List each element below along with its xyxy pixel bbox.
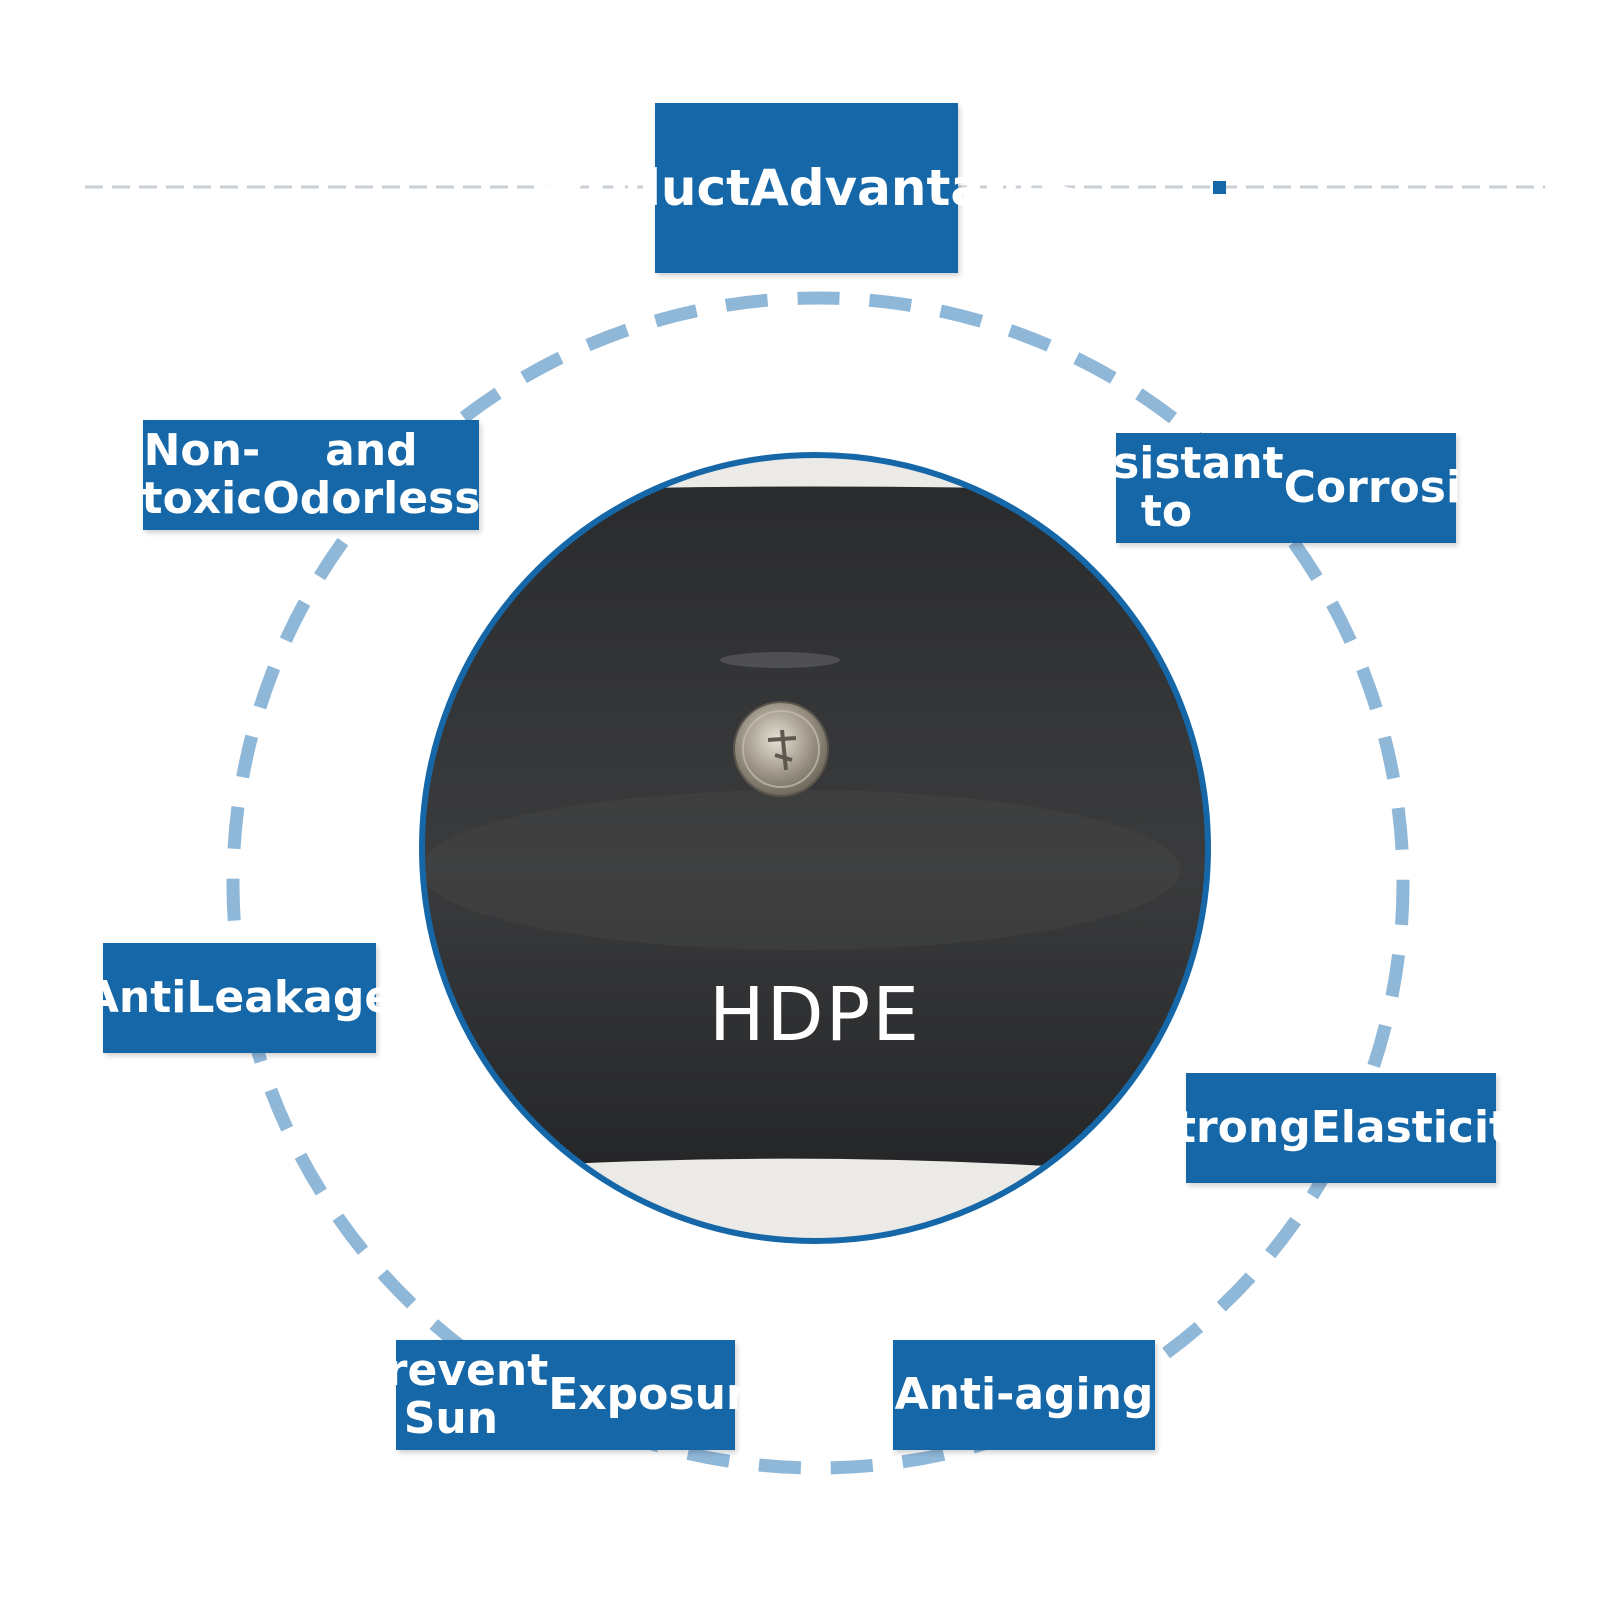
advantage-anti-aging: Anti-aging — [893, 1340, 1155, 1450]
title-box: Product Advantages — [529, 103, 1084, 273]
advantage-line-2: Leakage — [186, 972, 395, 1023]
title-line-1: Product — [529, 159, 751, 217]
advantage-line-1: Non-toxic — [141, 425, 263, 524]
advantage-line-1: Prevent Sun — [353, 1345, 549, 1444]
advantage-line-2: Elasticity — [1310, 1102, 1539, 1153]
advantage-line-1: Strong — [1143, 1102, 1311, 1153]
advantage-line-1: Resistant to — [1049, 438, 1284, 537]
advantage-line-2: Corrosion — [1283, 462, 1523, 513]
hdpe-photo — [422, 455, 1208, 1241]
advantage-sun-exposure: Prevent Sun Exposure — [354, 1340, 777, 1450]
coin-icon — [733, 701, 829, 797]
advantage-line-1: Anti — [84, 972, 187, 1023]
dashed-ring — [226, 291, 1410, 1475]
center-material-label: HDPE — [708, 972, 921, 1058]
advantage-line-1: Anti-aging — [894, 1369, 1154, 1420]
rule-marker — [1213, 181, 1226, 194]
advantage-non-toxic: Non-toxic and Odorless — [141, 420, 481, 530]
photo-border — [419, 452, 1211, 1244]
title-line-2: Advantages — [750, 159, 1084, 217]
advantage-elasticity: Strong Elasticity — [1143, 1073, 1539, 1183]
advantage-anti-leakage: Anti Leakage — [85, 943, 394, 1053]
advantage-line-2: and Odorless — [262, 425, 481, 524]
advantage-line-2: Exposure — [548, 1369, 778, 1420]
advantage-corrosion: Resistant to Corrosion — [1049, 433, 1523, 543]
